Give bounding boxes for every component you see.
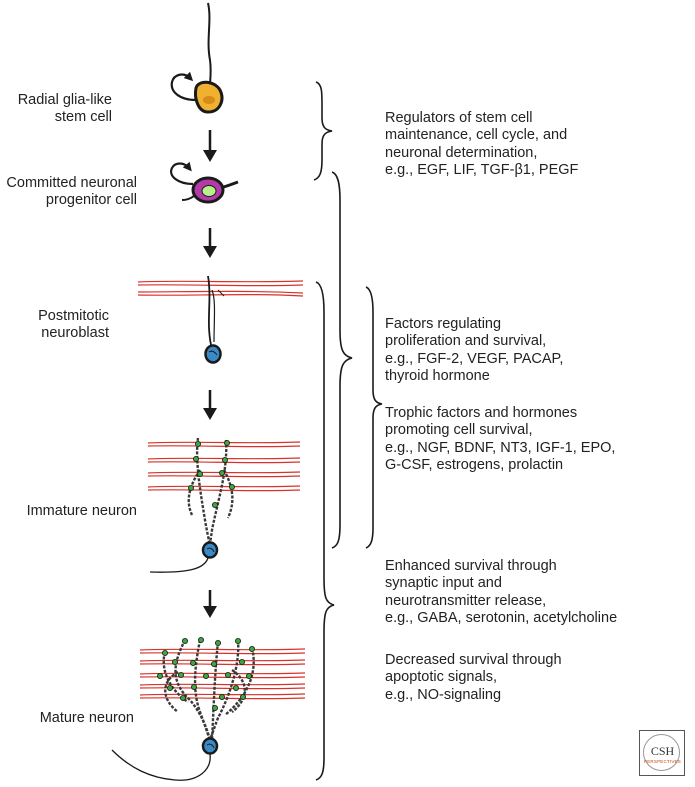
group-text-trophic-factors: Trophic factors and hormones promoting c…	[385, 405, 615, 475]
stage-label-mature-neuron: Mature neuron	[40, 710, 134, 727]
group-text-line: neuronal determination,	[385, 144, 538, 161]
group-text-synaptic-input: Enhanced survival through synaptic input…	[385, 558, 617, 628]
group-text-line: maintenance, cell cycle, and	[385, 127, 568, 144]
group-text-line: apoptotic signals,	[385, 669, 498, 686]
stage-label-line: neuroblast	[41, 325, 109, 341]
stage-label-immature-neuron: Immature neuron	[27, 503, 137, 520]
stage-label-line: stem cell	[54, 109, 112, 125]
transition-arrow	[203, 130, 217, 162]
group-text-line: e.g., EGF, LIF, TGF-β1, PEGF	[385, 162, 579, 179]
logo-main-text: CSH	[650, 744, 675, 758]
stage-label-line: progenitor cell	[45, 192, 137, 208]
stage-label-line: Mature neuron	[39, 710, 134, 726]
group-brackets	[313, 81, 383, 781]
progenitor-cell-icon	[170, 161, 239, 204]
csh-perspectives-logo: CSH PERSPECTIVES	[639, 730, 685, 776]
radial-glia-cell-icon	[170, 2, 224, 114]
transition-arrow	[203, 390, 217, 420]
stage-label-line: Immature neuron	[26, 503, 137, 519]
stage-label-line: Radial glia-like	[17, 92, 112, 108]
group-text-line: proliferation and survival,	[385, 333, 547, 350]
immature-neuron-fibers	[147, 441, 301, 492]
group-text-line: e.g., GABA, serotonin, acetylcholine	[385, 610, 618, 627]
transition-arrow	[203, 590, 217, 618]
group-text-stem-regulators: Regulators of stem cell maintenance, cel…	[385, 110, 578, 180]
group-text-line: Trophic factors and hormones	[385, 405, 578, 421]
group-text-line: Decreased survival through	[385, 652, 562, 668]
stage-label-line: Committed neuronal	[6, 175, 137, 191]
mature-neuron-fibers	[139, 648, 306, 700]
stage-label-progenitor: Committed neuronal progenitor cell	[6, 175, 137, 209]
neuroblast-fibers	[137, 280, 304, 297]
immature-neuron-icon	[149, 437, 235, 573]
group-text-line: Regulators of stem cell	[385, 110, 533, 126]
transition-arrow	[203, 228, 217, 258]
group-text-line: e.g., NGF, BDNF, NT3, IGF-1, EPO,	[385, 439, 616, 456]
logo-sub-text: PERSPECTIVES	[644, 759, 681, 764]
group-text-line: promoting cell survival,	[385, 422, 533, 439]
group-text-line: Factors regulating	[385, 316, 502, 332]
mature-neuron-icon	[111, 637, 255, 781]
group-text-line: synaptic input and	[385, 575, 502, 592]
stage-label-line: Postmitotic	[38, 308, 109, 324]
group-text-line: e.g., NO-signaling	[385, 686, 502, 703]
group-text-apoptotic-signals: Decreased survival through apoptotic sig…	[385, 652, 562, 704]
group-text-line: Enhanced survival through	[385, 558, 557, 574]
group-text-line: e.g., FGF-2, VEGF, PACAP,	[385, 350, 564, 367]
group-text-line: G-CSF, estrogens, prolactin	[385, 457, 564, 474]
stage-label-neuroblast: Postmitotic neuroblast	[38, 308, 109, 342]
group-text-line: thyroid hormone	[385, 368, 490, 385]
group-text-line: neurotransmitter release,	[385, 592, 547, 609]
stage-label-stem-cell: Radial glia-like stem cell	[18, 92, 112, 126]
neuroblast-cell-icon	[204, 275, 225, 364]
logo-seal: CSH PERSPECTIVES	[643, 734, 681, 771]
group-text-proliferation-factors: Factors regulating proliferation and sur…	[385, 316, 563, 386]
